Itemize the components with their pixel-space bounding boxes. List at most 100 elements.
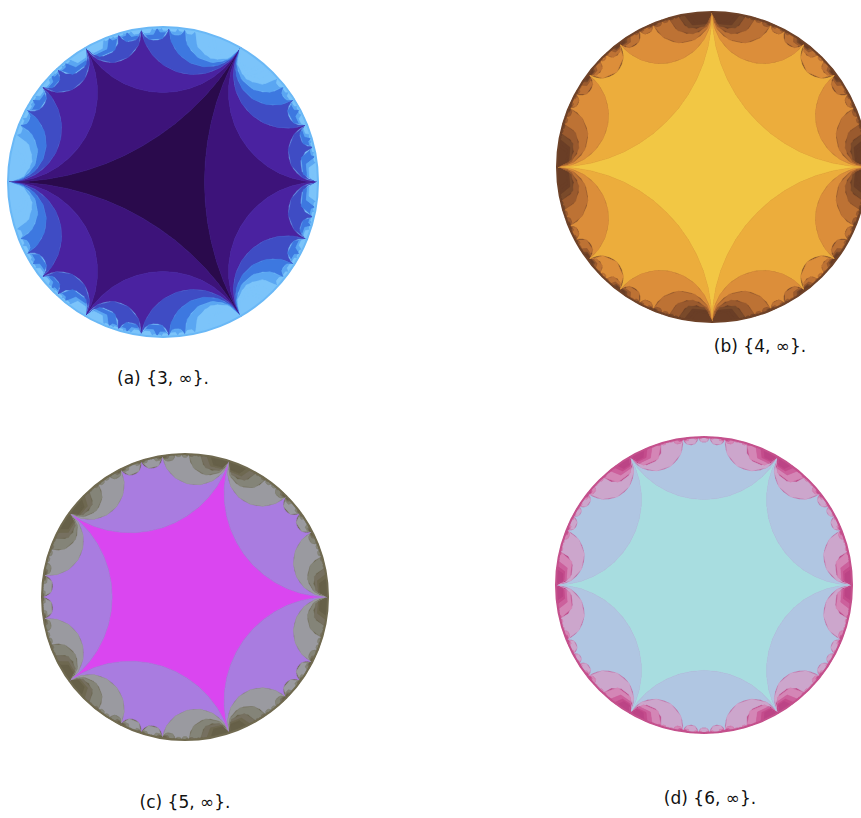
ideal-tile bbox=[856, 143, 861, 167]
ideal-tile bbox=[86, 29, 141, 63]
ideal-tile bbox=[288, 124, 318, 182]
ideal-tile bbox=[228, 688, 287, 733]
ideal-tile bbox=[588, 43, 623, 78]
ideal-tile bbox=[240, 48, 266, 72]
disk-ground bbox=[557, 12, 861, 322]
ideal-tile bbox=[240, 290, 269, 317]
ideal-tile bbox=[185, 29, 240, 63]
ideal-tile bbox=[240, 48, 269, 75]
ideal-tile bbox=[8, 182, 38, 240]
ideal-tile bbox=[669, 12, 712, 34]
ideal-tile bbox=[238, 280, 278, 317]
ideal-tile bbox=[859, 205, 861, 210]
ideal-tile bbox=[652, 12, 712, 43]
ideal-tile bbox=[41, 48, 89, 93]
ideal-tile bbox=[41, 272, 89, 317]
ideal-tile bbox=[774, 671, 820, 714]
ideal-tile bbox=[65, 297, 86, 316]
ideal-tile bbox=[557, 167, 712, 322]
ideal-tile bbox=[228, 461, 287, 506]
ideal-tile bbox=[69, 679, 92, 703]
ideal-tile bbox=[26, 86, 47, 110]
disk-ground bbox=[42, 454, 328, 740]
ideal-tile bbox=[69, 677, 102, 710]
ideal-tile bbox=[229, 461, 266, 488]
ideal-tile bbox=[854, 167, 861, 195]
ideal-tile bbox=[238, 285, 273, 316]
ideal-tile bbox=[816, 74, 861, 167]
ideal-tile bbox=[801, 43, 836, 78]
ideal-tile bbox=[652, 291, 712, 322]
ideal-tile bbox=[712, 291, 772, 322]
ideal-tile bbox=[229, 706, 266, 733]
ideal-tile bbox=[804, 43, 819, 57]
ideal-tile bbox=[185, 301, 240, 335]
ideal-tile bbox=[725, 699, 778, 732]
ideal-tile bbox=[854, 139, 861, 167]
ideal-tile bbox=[851, 133, 861, 167]
ideal-tile bbox=[55, 656, 76, 682]
ideal-tile bbox=[588, 256, 623, 291]
ideal-tile bbox=[777, 688, 805, 713]
ideal-tile bbox=[224, 597, 328, 733]
ideal-tile bbox=[284, 496, 301, 514]
ideal-tile bbox=[41, 276, 60, 295]
ideal-tile bbox=[236, 259, 294, 316]
ideal-tile bbox=[288, 182, 318, 240]
ideal-tile bbox=[284, 680, 301, 698]
ideal-tile bbox=[293, 532, 328, 597]
ideal-tile bbox=[189, 454, 230, 475]
poincare-disk bbox=[557, 12, 861, 322]
ideal-tile bbox=[836, 107, 861, 167]
ideal-tile bbox=[8, 124, 38, 182]
ideal-tile bbox=[189, 719, 230, 740]
ideal-tile bbox=[816, 167, 861, 260]
ideal-tile bbox=[69, 495, 87, 514]
ideal-tile bbox=[712, 167, 861, 322]
ideal-tile bbox=[26, 254, 47, 278]
ideal-tile bbox=[557, 107, 588, 167]
ideal-tile bbox=[41, 69, 60, 88]
ideal-tile bbox=[50, 645, 77, 681]
ideal-tile bbox=[859, 124, 861, 129]
ideal-tile bbox=[822, 60, 836, 75]
ideal-tile bbox=[822, 259, 836, 274]
ideal-tile bbox=[767, 585, 852, 713]
ideal-tile bbox=[845, 167, 861, 210]
ideal-tile bbox=[8, 134, 32, 182]
ideal-tile bbox=[605, 277, 620, 291]
disk-rim bbox=[8, 27, 318, 337]
ideal-tile bbox=[712, 12, 772, 43]
ideal-tile bbox=[851, 167, 861, 201]
ideal-tile bbox=[293, 597, 328, 662]
ideal-tile bbox=[55, 513, 76, 539]
ideal-tile bbox=[557, 167, 588, 227]
ideal-tile bbox=[669, 300, 712, 322]
ideal-tile bbox=[233, 236, 307, 316]
ideal-tile bbox=[801, 256, 836, 291]
ideal-tile bbox=[712, 12, 755, 34]
ideal-tile bbox=[69, 484, 102, 517]
ideal-tile bbox=[845, 124, 861, 167]
ideal-tile bbox=[237, 48, 285, 93]
ideal-tile bbox=[57, 290, 86, 317]
disk-rim bbox=[42, 454, 328, 740]
ideal-tile bbox=[8, 110, 46, 182]
ideal-tile bbox=[205, 48, 318, 316]
ideal-tile bbox=[238, 48, 278, 85]
ideal-tile bbox=[557, 167, 579, 210]
ideal-tile bbox=[240, 293, 266, 317]
ideal-tile bbox=[8, 182, 32, 230]
ideal-tile bbox=[229, 182, 318, 316]
ideal-tile bbox=[42, 513, 112, 681]
ideal-tile bbox=[86, 301, 141, 335]
ideal-tile bbox=[307, 556, 328, 597]
ideal-tile bbox=[8, 182, 97, 316]
ideal-tile bbox=[824, 585, 852, 640]
ideal-tile bbox=[69, 469, 124, 519]
ideal-tile bbox=[557, 12, 861, 322]
ideal-tile bbox=[224, 461, 328, 597]
ideal-tile bbox=[141, 27, 241, 74]
ideal-tile bbox=[557, 12, 712, 167]
